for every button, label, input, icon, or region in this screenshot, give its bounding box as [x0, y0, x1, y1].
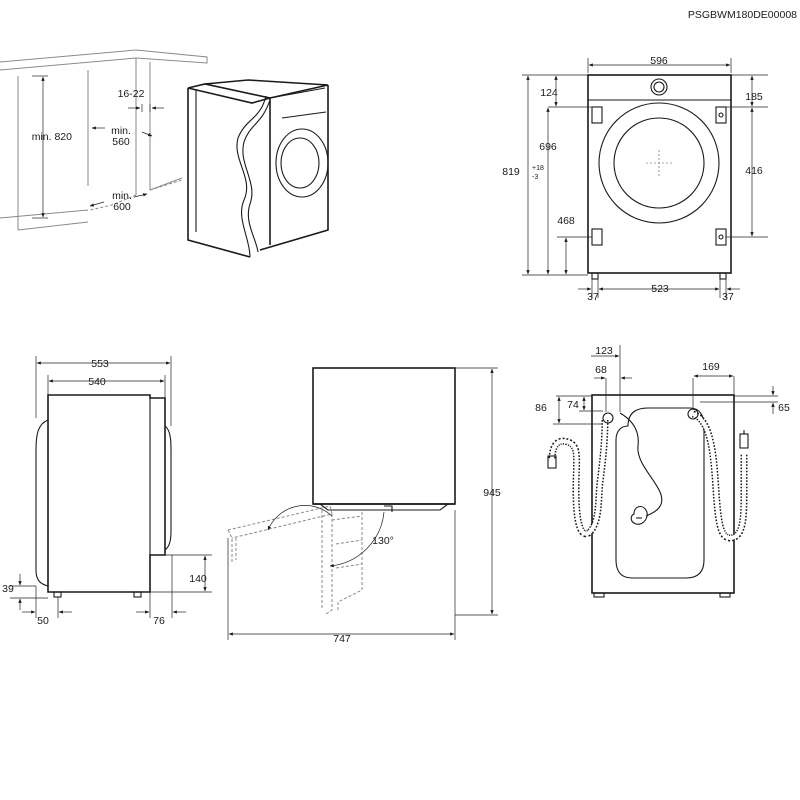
min-width-value: 560: [112, 136, 130, 148]
open-door-panel: [227, 505, 363, 615]
dimension-min-depth: min. 600: [89, 190, 148, 213]
min-depth-label: min.: [112, 190, 132, 202]
front-foot-right: 37: [722, 291, 734, 303]
product-code: PSGBWM180DE00008: [688, 9, 797, 21]
appliance-perspective: [187, 79, 329, 258]
front-view: 596 819 +18 -3 124 696 468 185 416 523 3…: [502, 55, 768, 303]
side-body-depth: 540: [88, 376, 106, 388]
front-top-hinge-offset: 124: [540, 87, 558, 99]
front-total-height-tol-minus: -3: [532, 174, 538, 181]
front-hinge-height: 696: [539, 141, 557, 153]
front-total-height-tol-plus: +18: [532, 165, 544, 172]
front-top-right-offset: 185: [745, 91, 763, 103]
door-swing-arc: [329, 511, 385, 568]
foot-right: [719, 272, 727, 280]
door-outer: [598, 102, 720, 224]
rear-panel: [615, 407, 705, 579]
front-total-height: 819: [502, 166, 520, 178]
door-total-height: 945: [483, 487, 501, 499]
rear-inlet-height: 65: [778, 402, 790, 414]
min-depth-value: 600: [113, 201, 131, 213]
rear-drain-offset-inner: 68: [595, 364, 607, 376]
dimension-min-width: min. 560: [91, 125, 153, 148]
min-height-label: min. 820: [32, 131, 72, 143]
front-width: 596: [650, 55, 668, 67]
front-lower-hinge-height: 468: [557, 215, 575, 227]
side-overall-depth: 553: [91, 358, 109, 370]
gap-label: 16-22: [118, 88, 145, 100]
dimension-min-height: min. 820: [32, 75, 72, 219]
rear-inlet-offset: 169: [702, 361, 720, 373]
front-body: [587, 74, 732, 274]
side-rear-recess-height: 140: [189, 573, 207, 585]
side-body: [47, 394, 166, 593]
side-foot-front: 50: [37, 615, 49, 627]
side-door-bulge: [35, 419, 49, 587]
dimension-gap: 16-22: [118, 88, 164, 112]
detergent-drawer-knob: [650, 78, 668, 96]
porthole-outer: [275, 128, 329, 198]
door-opening-angle: 130°: [372, 535, 394, 547]
door-body: [312, 367, 456, 505]
door-swing-depth: 747: [333, 633, 351, 645]
door-glass: [613, 117, 705, 209]
drain-hose: [547, 412, 614, 538]
side-foot-rear: 76: [153, 615, 165, 627]
inlet-hose: [687, 408, 749, 542]
porthole-inner: [280, 137, 320, 189]
side-bottom-offset: 39: [2, 583, 14, 595]
front-foot-left: 37: [587, 291, 599, 303]
rear-drain-offset-outer: 123: [595, 345, 613, 357]
foot-left: [591, 272, 599, 280]
min-width-label: min.: [111, 125, 131, 137]
front-hinge-spacing: 416: [745, 165, 763, 177]
rear-drain-height-outer: 86: [535, 402, 547, 414]
rear-view: 123 68 86 74 169 65: [535, 345, 790, 598]
side-view: 553 540 140 39 50 76: [2, 356, 212, 627]
door-swing-view: 130° 945 747: [227, 367, 501, 645]
side-foot-front: [53, 591, 62, 598]
installation-view: min. 820 16-22 min. 560 min. 600: [0, 49, 329, 258]
rear-drain-height-inner: 74: [567, 399, 579, 411]
rear-body: [591, 394, 735, 594]
power-cable: [619, 412, 663, 525]
side-foot-rear: [133, 591, 142, 598]
front-foot-span: 523: [651, 283, 669, 295]
